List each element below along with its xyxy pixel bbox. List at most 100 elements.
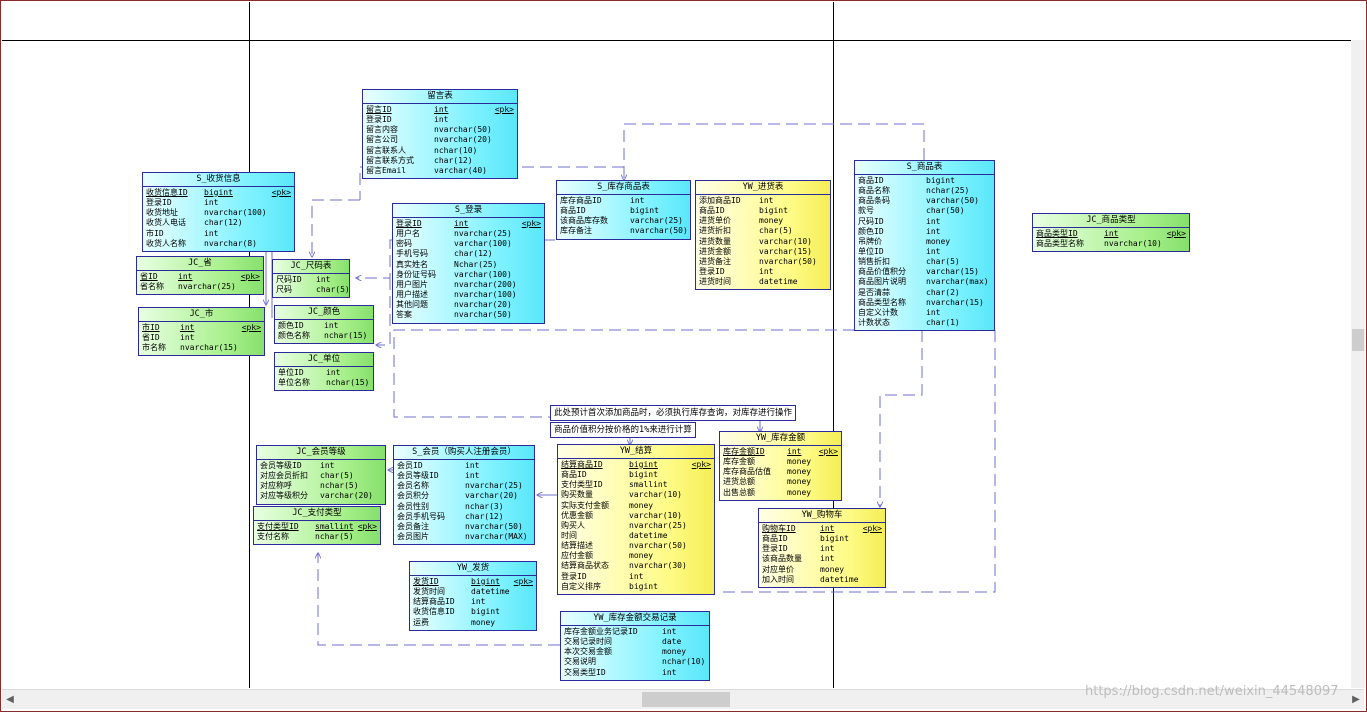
vertical-scrollbar[interactable] xyxy=(1351,40,1365,688)
horizontal-scrollbar[interactable]: ◀ ▶ xyxy=(2,689,1364,709)
vertical-scroll-thumb[interactable] xyxy=(1352,329,1364,351)
